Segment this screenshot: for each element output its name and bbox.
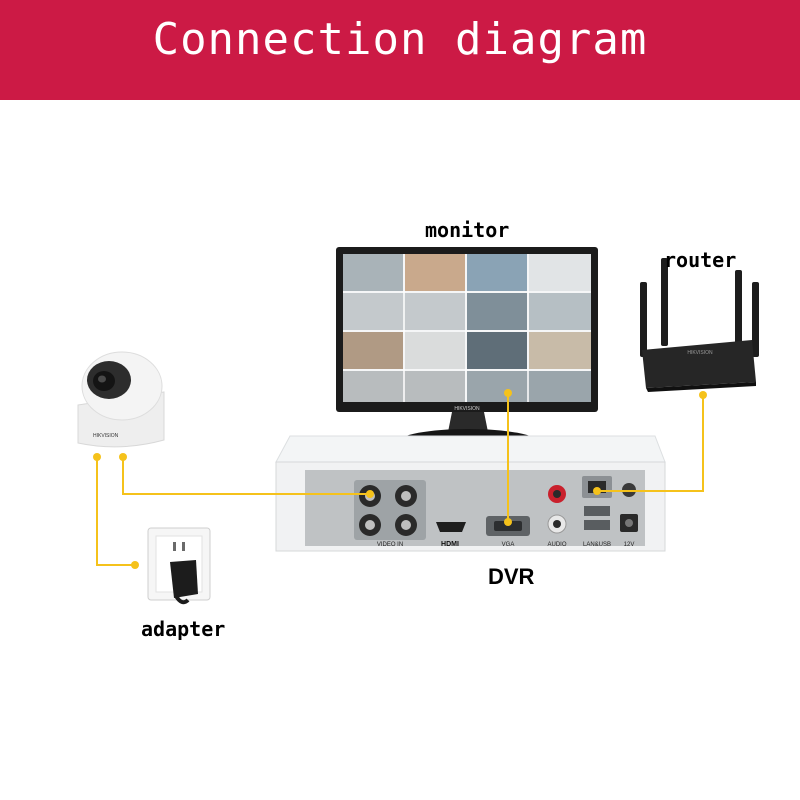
connector-dots	[93, 389, 707, 569]
hdmi-port	[436, 522, 466, 532]
power-adapter-icon	[170, 560, 198, 605]
vga-label: VGA	[502, 542, 515, 548]
video-in-label: VIDEO IN	[377, 542, 403, 548]
monitor-label: monitor	[425, 218, 510, 242]
adapter-label: adapter	[141, 617, 226, 641]
usb-port-bottom	[584, 520, 610, 530]
dome-camera-icon: HIKVISION	[77, 351, 165, 448]
dvr-label: DVR	[488, 564, 535, 589]
camera-brand: HIKVISION	[93, 433, 119, 439]
camera-to-adapter-line	[96, 457, 135, 566]
monitor-icon: HIKVISION	[336, 247, 598, 455]
router-icon: HIKVISION	[640, 258, 759, 392]
router-label: router	[664, 248, 737, 272]
lan-usb-label: LAN&USB	[583, 542, 611, 548]
monitor-brand: HIKVISION	[454, 406, 480, 412]
hdmi-label: HDMI	[441, 541, 459, 548]
camera-to-dvr-line	[122, 457, 370, 495]
page-title: Connection diagram	[152, 13, 648, 65]
video-in-ports	[354, 480, 426, 540]
audio-ports	[547, 485, 567, 534]
title-banner: Connection diagram	[0, 0, 800, 100]
connector-lines	[96, 393, 704, 566]
audio-label: AUDIO	[547, 542, 566, 548]
power-label: 12V	[624, 542, 635, 548]
usb-port-top	[584, 506, 610, 516]
router-brand: HIKVISION	[687, 350, 713, 356]
dvr-icon: VIDEO IN HDMI VGA AUDIO LAN&USB 12V	[275, 435, 666, 552]
router-to-dvr-line	[597, 395, 704, 492]
